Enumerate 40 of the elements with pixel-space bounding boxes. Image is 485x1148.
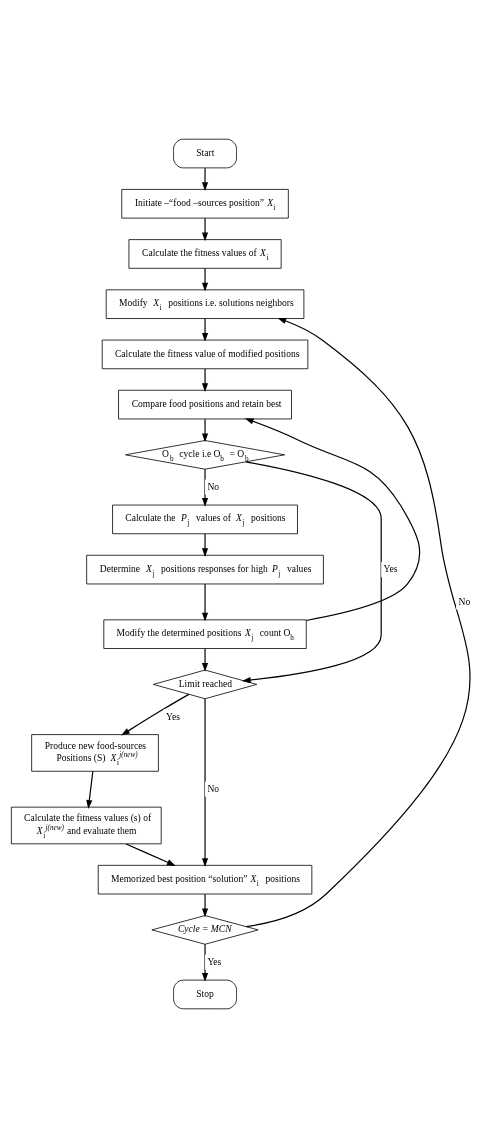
arrow	[201, 943, 209, 982]
node-box: Initiate –“food –sources position” X$_{i}$	[121, 189, 289, 219]
node-box: Calculate the P$_{j}$ values of X$_{j}$ positions	[112, 504, 298, 535]
arrow	[201, 318, 209, 342]
edge-label: Yes	[383, 563, 398, 575]
edge-label: No	[207, 783, 220, 795]
arrow	[86, 770, 94, 809]
arrow	[241, 461, 382, 684]
node-box: Modify X$_{i}$ positions i.e. solutions neighbors	[105, 289, 305, 319]
node-diamond: O$_{b}$ cycle i.e O$_{b}$ = O$_{b}$	[125, 440, 285, 470]
arrow	[201, 418, 209, 443]
edge-label: Yes	[207, 956, 222, 968]
edge-label: Yes	[165, 710, 180, 722]
node-box: Calculate the fitness values (s) of X$_{i}$$^{j(new)}$ and evaluate them	[10, 806, 162, 845]
arrow	[244, 418, 421, 622]
node-box: Stop	[173, 979, 237, 1010]
node-diamond: Limit reached	[152, 669, 258, 700]
node-box: Memorized best position “solution” X$_{i}$ positions	[97, 864, 313, 895]
arrow	[121, 693, 190, 736]
node-box: Calculate the fitness values of X$_{i}$	[128, 239, 282, 269]
node-box: Start	[173, 138, 237, 169]
arrow	[201, 167, 209, 192]
node-box: Calculate the fitness value of modified positions	[101, 339, 309, 370]
arrow	[201, 698, 209, 868]
arrow	[201, 468, 209, 507]
node-box: Determine X$_{j}$ positions responses for high P$_{j}$ values	[86, 554, 324, 585]
arrow	[201, 648, 209, 672]
arrow	[125, 843, 176, 866]
arrow	[201, 368, 209, 392]
arrow	[201, 267, 209, 292]
arrow	[201, 217, 209, 242]
edge-label: No	[207, 480, 220, 492]
node-box: Compare food positions and retain best	[118, 389, 292, 420]
node-diamond: Cycle = MCN	[151, 915, 259, 945]
node-box: Modify the determined positions X$_{j}$ count O$_{h}$	[103, 619, 307, 649]
arrow	[201, 533, 209, 557]
arrow	[245, 318, 471, 928]
arrow	[201, 583, 209, 622]
edge-label: No	[458, 595, 471, 607]
arrow	[201, 893, 209, 918]
